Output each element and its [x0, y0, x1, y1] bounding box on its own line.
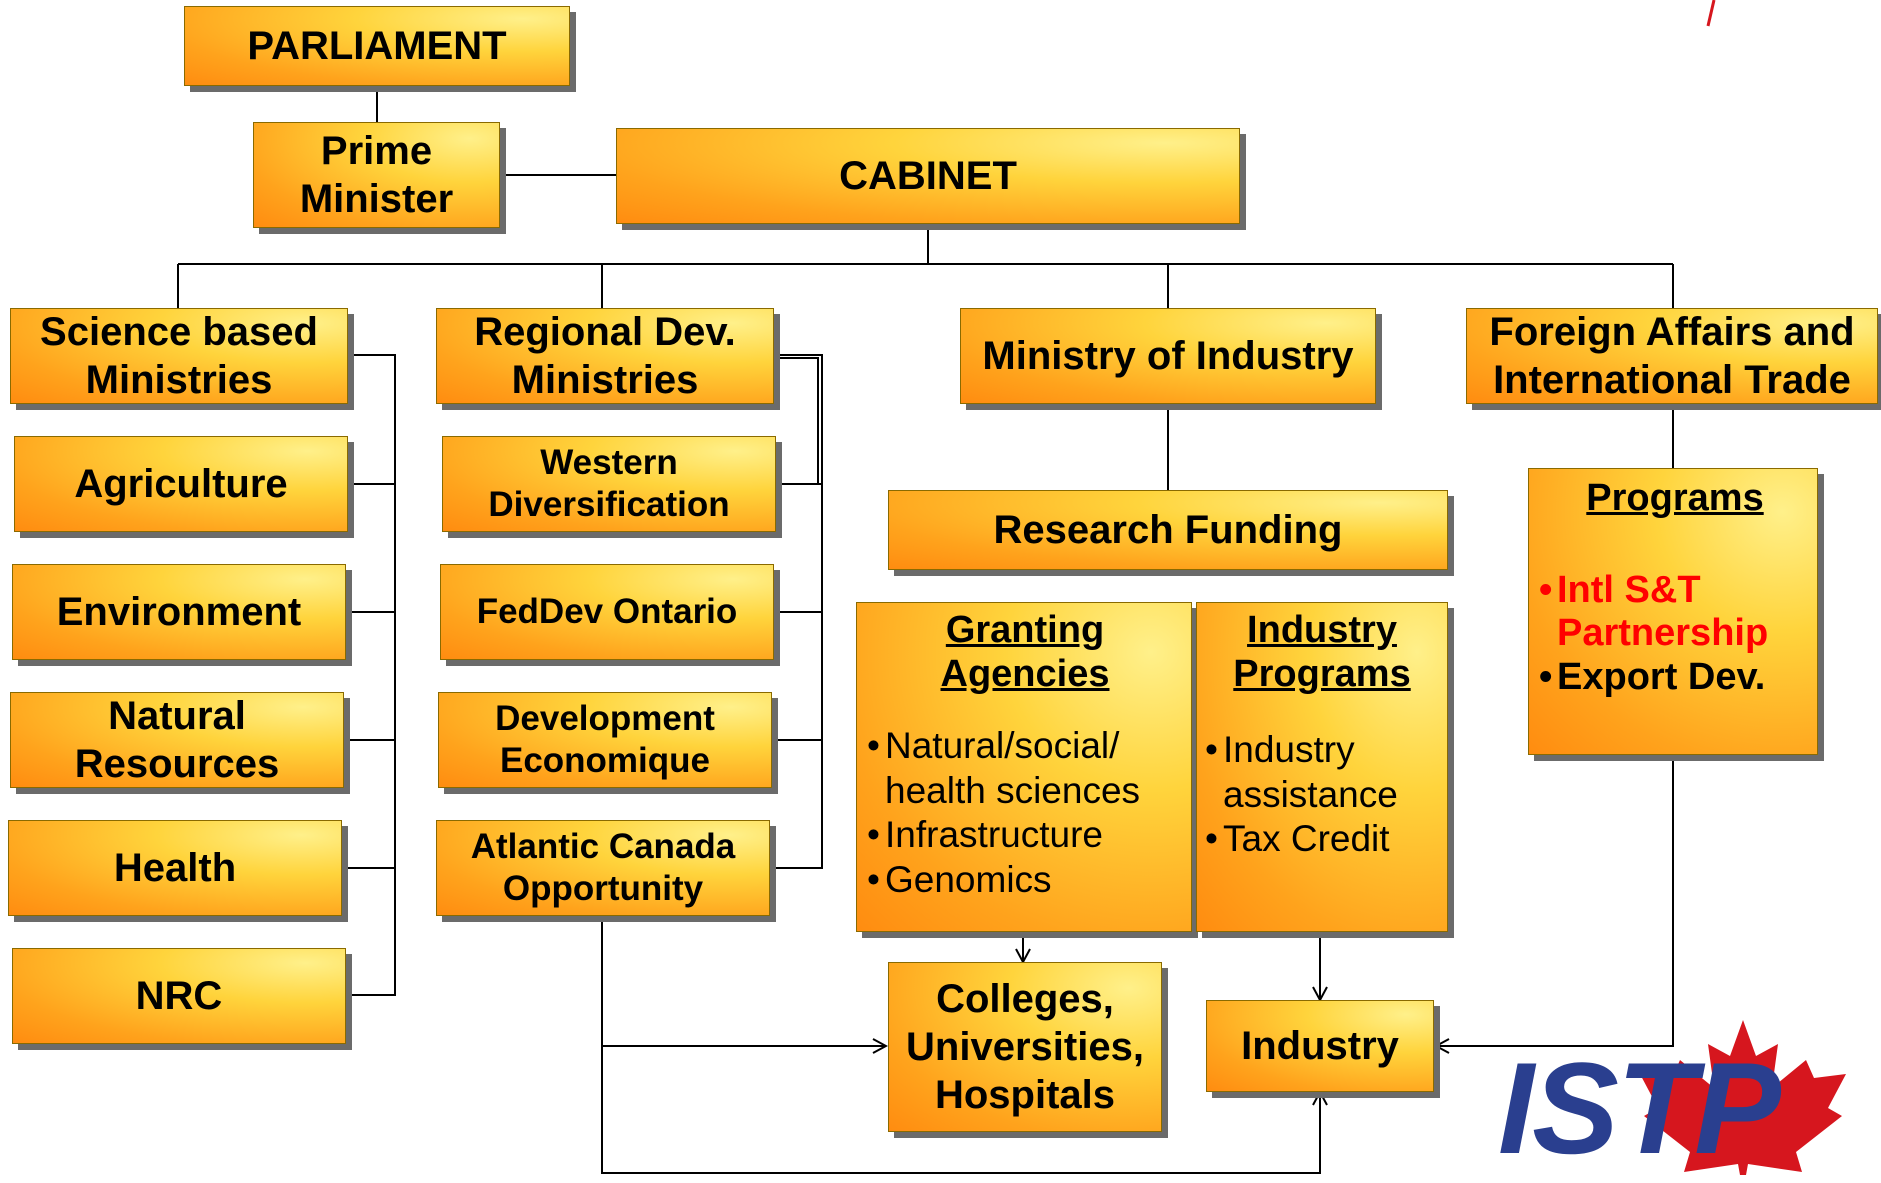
node-label: Prime: [320, 129, 433, 173]
programs-list: Intl S&T Partnership Export Dev.: [1539, 569, 1811, 700]
node-label: Resources: [74, 742, 280, 786]
node-label: Foreign Affairs and: [1489, 310, 1855, 354]
parliament-node: PARLIAMENT: [184, 6, 570, 86]
list-item: Genomics: [867, 858, 1183, 903]
node-label: NRC: [135, 974, 223, 1018]
granting-heading: Agencies: [940, 652, 1110, 695]
node-label: Diversification: [488, 485, 730, 524]
node-label: Opportunity: [502, 869, 704, 908]
line-atlantic-industry: [601, 1046, 1320, 1174]
colleges-node: Colleges, Universities, Hospitals: [888, 962, 1162, 1132]
industry-programs-list: Industry assistance Tax Credit: [1205, 728, 1439, 862]
corner-red-mark-icon: [1706, 0, 1716, 27]
prime-minister-node: Prime Minister: [253, 122, 500, 228]
environment-node: Environment: [12, 564, 346, 660]
node-label: Agriculture: [74, 462, 288, 506]
node-label: Regional Dev.: [474, 310, 736, 354]
regional-ministries-node: Regional Dev. Ministries: [436, 308, 774, 404]
line-science-bracket: [346, 354, 396, 996]
node-label: Western: [540, 443, 678, 482]
line-regional-bracket-2: [774, 357, 819, 484]
foreign-affairs-node: Foreign Affairs and International Trade: [1466, 308, 1878, 404]
industry-programs-heading: Programs: [1233, 652, 1411, 695]
line-atlantic-colleges: [601, 917, 886, 1046]
node-label: Minister: [299, 177, 454, 221]
nrc-node: NRC: [12, 948, 346, 1044]
industry-programs-node: Industry Programs Industry assistance Ta…: [1196, 602, 1448, 932]
node-label: Environment: [56, 590, 302, 634]
line-regional-bracket: [770, 354, 823, 869]
node-label: Economique: [499, 741, 711, 780]
node-label: Ministry of Industry: [982, 334, 1354, 378]
ministry-industry-node: Ministry of Industry: [960, 308, 1376, 404]
istp-logo: ISTP: [1498, 1016, 1858, 1181]
granting-agencies-node: Granting Agencies Natural/social/ health…: [856, 602, 1192, 932]
list-item: Natural/social/ health sciences: [867, 724, 1183, 813]
node-label: Science based: [40, 310, 318, 354]
granting-heading: Granting: [945, 609, 1105, 651]
cabinet-node: CABINET: [616, 128, 1240, 224]
agriculture-node: Agriculture: [14, 436, 348, 532]
list-item: Tax Credit: [1205, 817, 1439, 862]
node-label: Atlantic Canada: [470, 827, 736, 866]
programs-item-intl: Intl S&T Partnership: [1539, 569, 1811, 656]
logo-text: ISTP: [1498, 1035, 1781, 1181]
node-label: FedDev Ontario: [476, 592, 738, 631]
node-label: CABINET: [839, 154, 1017, 198]
node-label: Ministries: [511, 358, 699, 402]
list-item: Industry assistance: [1205, 728, 1439, 817]
maple-leaf-icon: [1640, 1020, 1846, 1175]
industry-programs-heading: Industry: [1247, 609, 1397, 651]
node-label: Development: [495, 699, 715, 738]
programs-heading: Programs: [1586, 477, 1764, 519]
node-label: Hospitals: [934, 1073, 1116, 1117]
industry-node: Industry: [1206, 1000, 1434, 1092]
atlantic-canada-node: Atlantic Canada Opportunity: [436, 820, 770, 916]
node-label: Health: [113, 846, 237, 890]
node-label: International Trade: [1493, 358, 1851, 402]
node-label: Research Funding: [993, 508, 1343, 552]
line-programs-industry: [1436, 755, 1674, 1046]
programs-node: Programs Intl S&T Partnership Export Dev…: [1528, 468, 1818, 755]
node-label: Industry: [1241, 1024, 1399, 1068]
science-ministries-node: Science based Ministries: [10, 308, 348, 404]
research-funding-node: Research Funding: [888, 490, 1448, 570]
node-label: Universities,: [906, 1025, 1144, 1069]
node-label: Natural: [108, 694, 246, 738]
natural-resources-node: Natural Resources: [10, 692, 344, 788]
western-diversification-node: Western Diversification: [442, 436, 776, 532]
feddev-ontario-node: FedDev Ontario: [440, 564, 774, 660]
line-bus-drops: [177, 264, 1674, 308]
list-item: Infrastructure: [867, 813, 1183, 858]
node-label: Ministries: [85, 358, 273, 402]
line-cabinet-bus: [178, 225, 1673, 265]
health-node: Health: [8, 820, 342, 916]
node-label: PARLIAMENT: [247, 24, 507, 68]
granting-list: Natural/social/ health sciences Infrastr…: [867, 724, 1183, 902]
programs-item-export: Export Dev.: [1539, 656, 1811, 700]
development-economique-node: Development Economique: [438, 692, 772, 788]
node-label: Colleges,: [936, 977, 1114, 1021]
